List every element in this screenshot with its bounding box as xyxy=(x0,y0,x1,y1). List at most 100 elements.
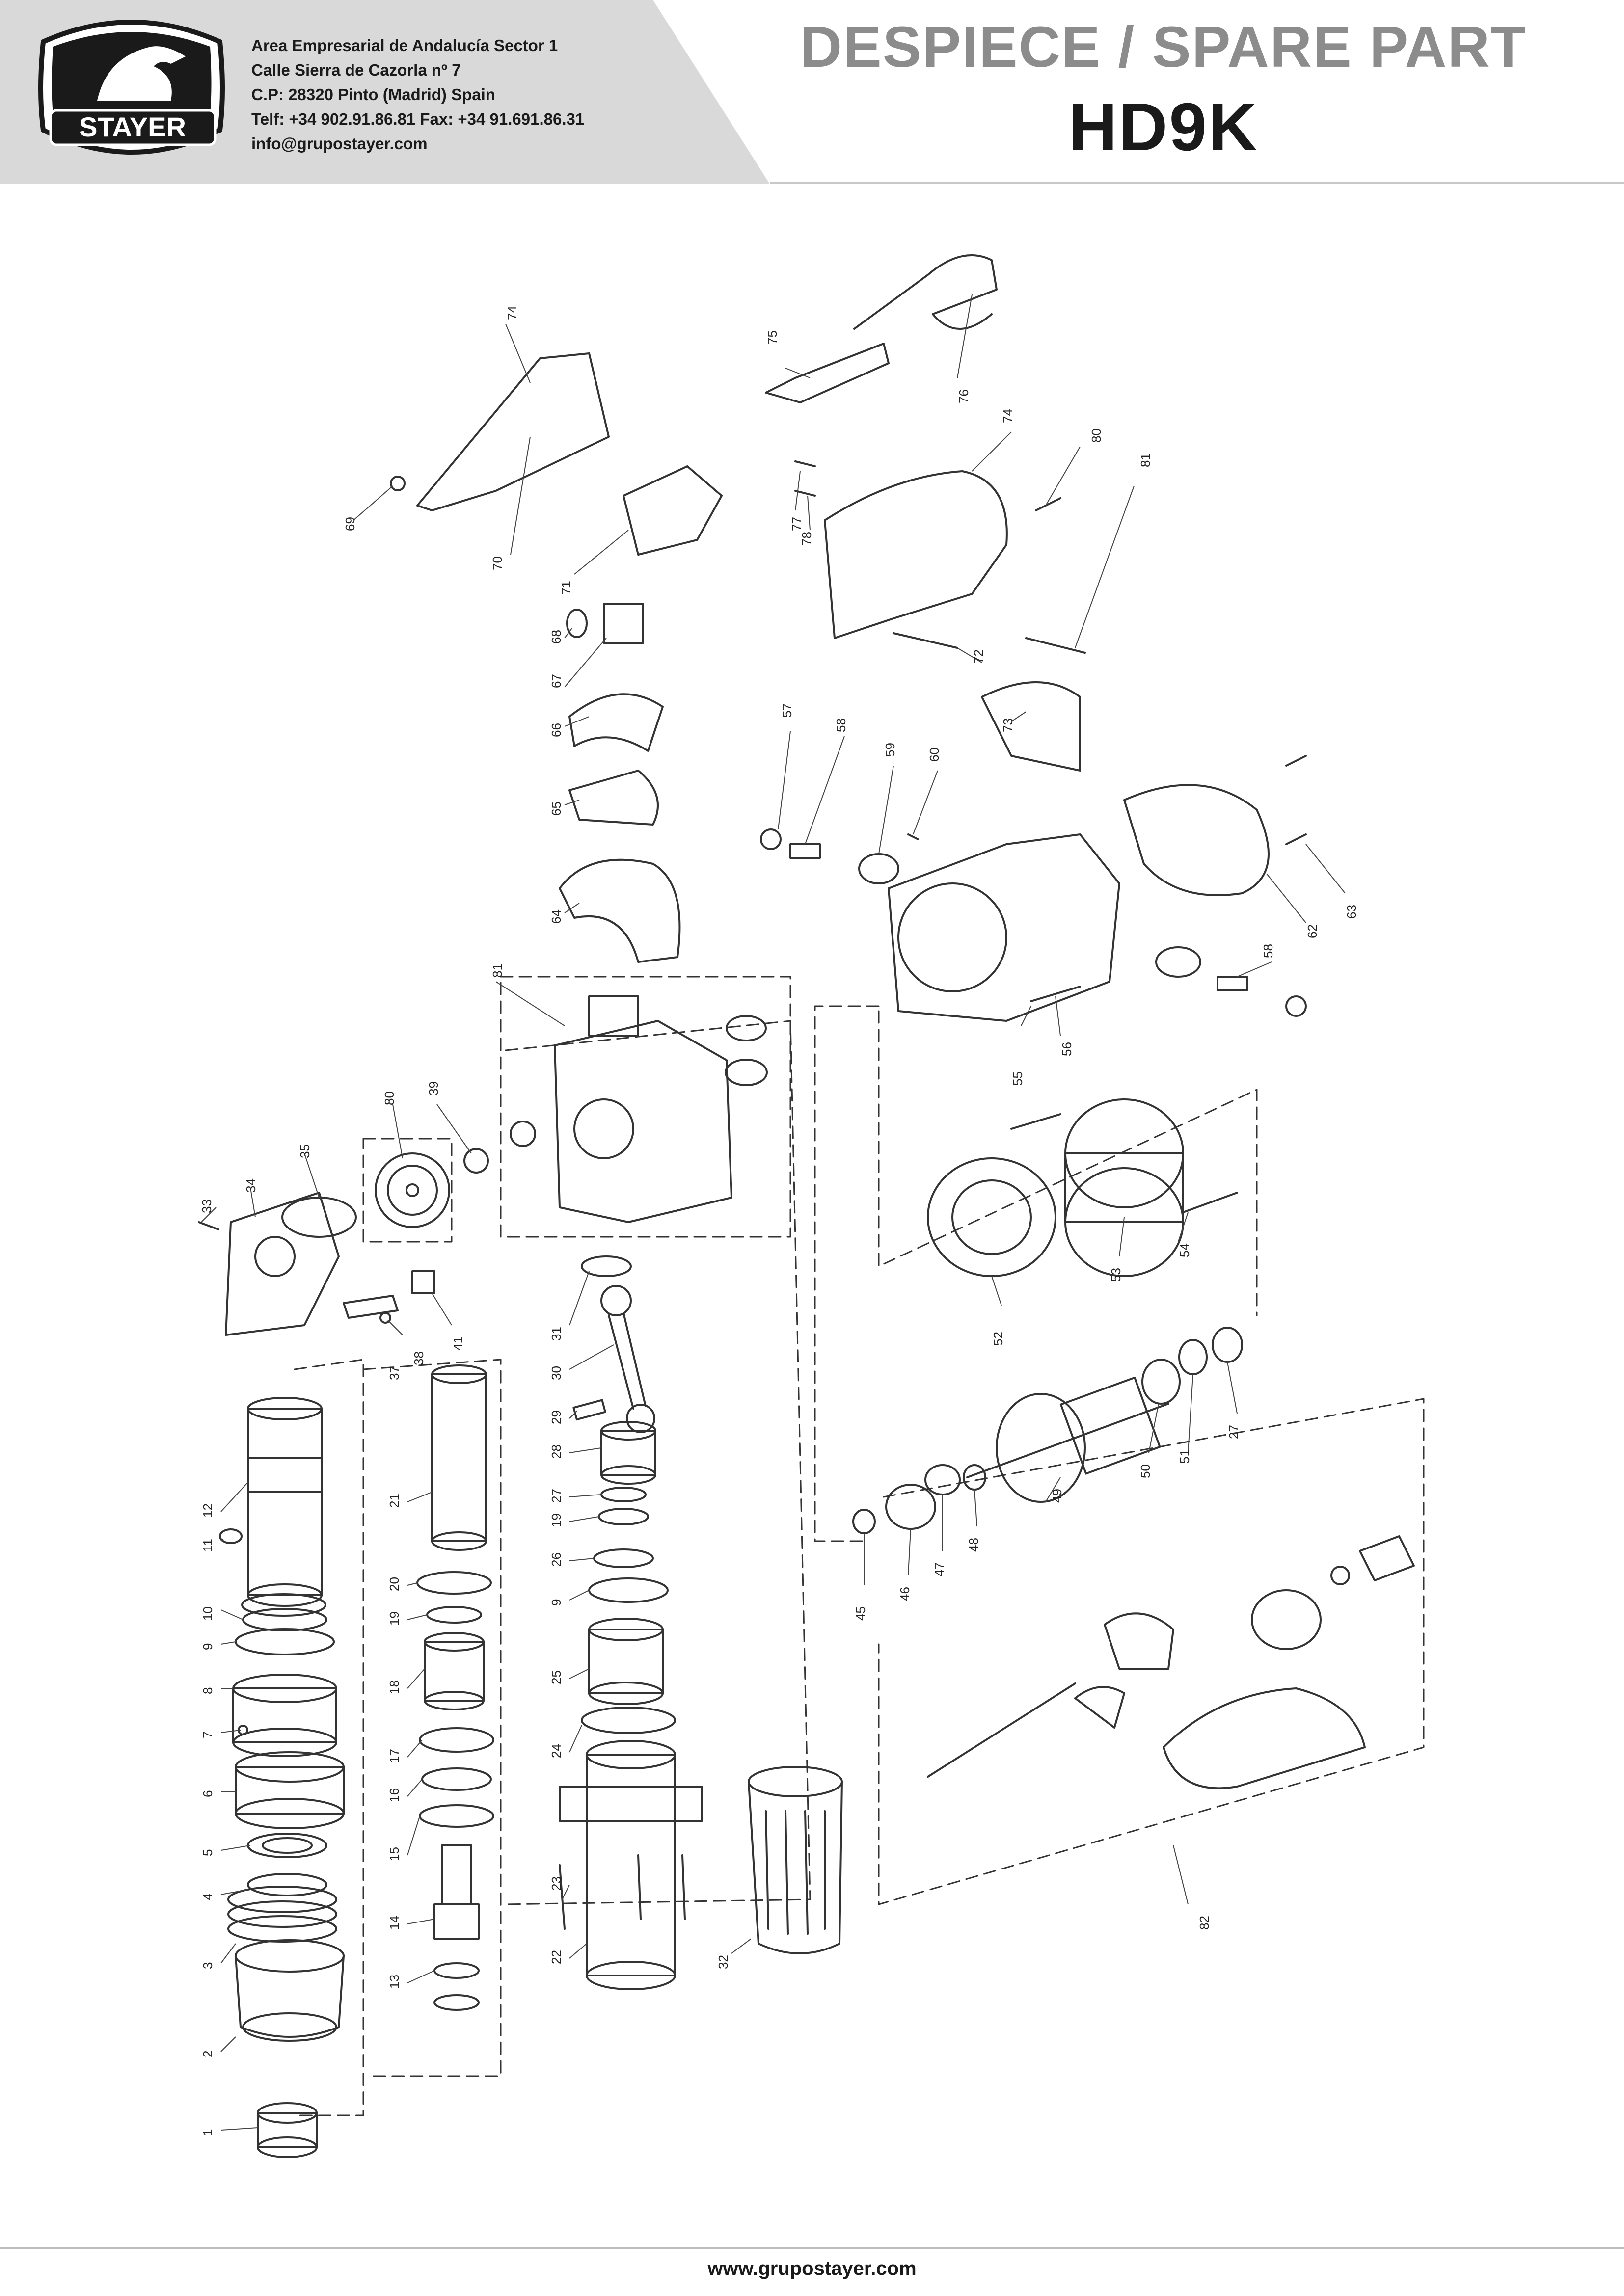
part-51-ring xyxy=(1178,1339,1208,1375)
part-9-ring-b xyxy=(588,1577,669,1603)
callout-30: 30 xyxy=(549,1366,564,1380)
address-line: Area Empresarial de Andalucía Sector 1 xyxy=(251,36,558,54)
footer-rule xyxy=(0,2247,1624,2249)
callout-14: 14 xyxy=(387,1916,402,1930)
part-49-armature xyxy=(966,1376,1169,1503)
callout-2: 2 xyxy=(200,2051,215,2057)
callout-31: 31 xyxy=(549,1327,564,1341)
part-81-gear-housing xyxy=(510,995,732,1223)
callout-46: 46 xyxy=(897,1587,912,1601)
callout-80b: 80 xyxy=(382,1091,397,1105)
callout-65: 65 xyxy=(549,801,564,816)
part-24-oring xyxy=(581,1707,676,1734)
part-45-ring xyxy=(852,1509,876,1534)
callout-38: 38 xyxy=(411,1351,426,1365)
part-26-ring xyxy=(593,1548,654,1568)
callout-71: 71 xyxy=(559,581,573,595)
part-20-ring xyxy=(416,1571,492,1595)
callout-74b: 74 xyxy=(1001,409,1015,423)
part-18-striker xyxy=(424,1632,485,1710)
callout-6: 6 xyxy=(200,1790,215,1797)
callout-19: 19 xyxy=(387,1611,402,1626)
callout-81b: 81 xyxy=(490,963,505,978)
part-19-oring-b xyxy=(598,1508,649,1525)
callout-26: 26 xyxy=(549,1552,564,1567)
callout-24: 24 xyxy=(549,1744,564,1758)
part-72-screw xyxy=(893,632,958,649)
model-number: HD9K xyxy=(1068,89,1259,165)
part-82-side-handle xyxy=(927,1535,1415,1789)
callout-16: 16 xyxy=(387,1788,402,1802)
stayer-logo: STAYER xyxy=(38,20,225,155)
callout-10: 10 xyxy=(200,1606,215,1621)
part-55-motor-housing xyxy=(888,833,1120,1022)
part-54-screw xyxy=(1010,1113,1061,1130)
part-12-cylinder xyxy=(247,1397,323,1607)
callout-9: 9 xyxy=(200,1643,215,1650)
part-27-ring-b xyxy=(1212,1327,1243,1363)
page-title: DESPIECE / SPARE PART xyxy=(800,15,1527,80)
callout-66: 66 xyxy=(549,723,564,737)
part-33-screw xyxy=(198,1221,219,1230)
part-19-oring xyxy=(426,1606,482,1624)
callout-73: 73 xyxy=(1001,718,1015,732)
callout-68: 68 xyxy=(549,630,564,644)
callout-27: 27 xyxy=(549,1489,564,1503)
callout-56: 56 xyxy=(1059,1042,1074,1056)
part-76-power-cable xyxy=(853,254,998,330)
part-3-spring xyxy=(227,1886,337,1943)
part-57-cap-b xyxy=(1285,995,1307,1017)
callout-75: 75 xyxy=(765,330,780,345)
part-13-oring xyxy=(433,1962,480,1979)
part-22-cylinder-housing xyxy=(559,1740,703,1990)
part-64-shroud xyxy=(559,858,681,963)
part-56-screw xyxy=(1030,986,1081,1002)
callout-23: 23 xyxy=(549,1876,564,1891)
callout-21: 21 xyxy=(387,1494,402,1508)
part-14-bolt xyxy=(433,1844,480,1940)
callout-7: 7 xyxy=(200,1732,215,1738)
part-53-stator xyxy=(1064,1098,1184,1277)
header-band: STAYER xyxy=(0,0,1624,184)
leader-lines xyxy=(201,294,1346,2131)
callout-80: 80 xyxy=(1089,428,1104,443)
callout-28: 28 xyxy=(549,1444,564,1459)
callout-55: 55 xyxy=(1010,1071,1025,1086)
callout-52: 52 xyxy=(991,1332,1005,1346)
part-81-screw xyxy=(1025,637,1086,654)
callout-labels: 1 2 3 4 5 6 7 8 9 10 11 12 13 14 15 16 1… xyxy=(199,306,1359,2136)
callout-63: 63 xyxy=(1344,905,1359,919)
callout-34: 34 xyxy=(244,1178,258,1193)
part-63-screw xyxy=(1285,755,1307,767)
part-35-gasket xyxy=(281,1197,357,1238)
part-1-front-cap xyxy=(257,2102,318,2158)
part-71-switch xyxy=(623,465,723,556)
callout-58b: 58 xyxy=(1261,944,1275,958)
part-67-clip xyxy=(603,603,644,644)
part-21-tube xyxy=(431,1364,487,1551)
callout-22: 22 xyxy=(549,1950,564,1964)
part-58-brush-b xyxy=(1217,976,1248,991)
part-60-screw xyxy=(907,833,919,840)
callout-3: 3 xyxy=(200,1962,215,1969)
part-23-screw xyxy=(559,1864,566,1930)
callout-5: 5 xyxy=(200,1849,215,1856)
callout-76: 76 xyxy=(956,389,971,403)
part-32-cover-sleeve xyxy=(748,1766,843,1954)
callout-62: 62 xyxy=(1305,924,1320,938)
horse-head-icon xyxy=(97,46,186,101)
callout-53: 53 xyxy=(1109,1268,1123,1282)
callout-67: 67 xyxy=(549,674,564,688)
part-41-block xyxy=(411,1270,435,1294)
part-2-sleeve xyxy=(235,1939,345,2042)
logo-text: STAYER xyxy=(79,111,186,142)
callout-29: 29 xyxy=(549,1410,564,1424)
callout-20: 20 xyxy=(387,1577,402,1591)
part-77-screw xyxy=(794,460,816,467)
callout-39: 39 xyxy=(426,1081,441,1095)
part-75-cable-guard xyxy=(765,343,890,403)
part-80-gear xyxy=(375,1152,450,1228)
part-69-nut xyxy=(390,476,406,491)
part-34-gear-cover xyxy=(225,1192,340,1336)
